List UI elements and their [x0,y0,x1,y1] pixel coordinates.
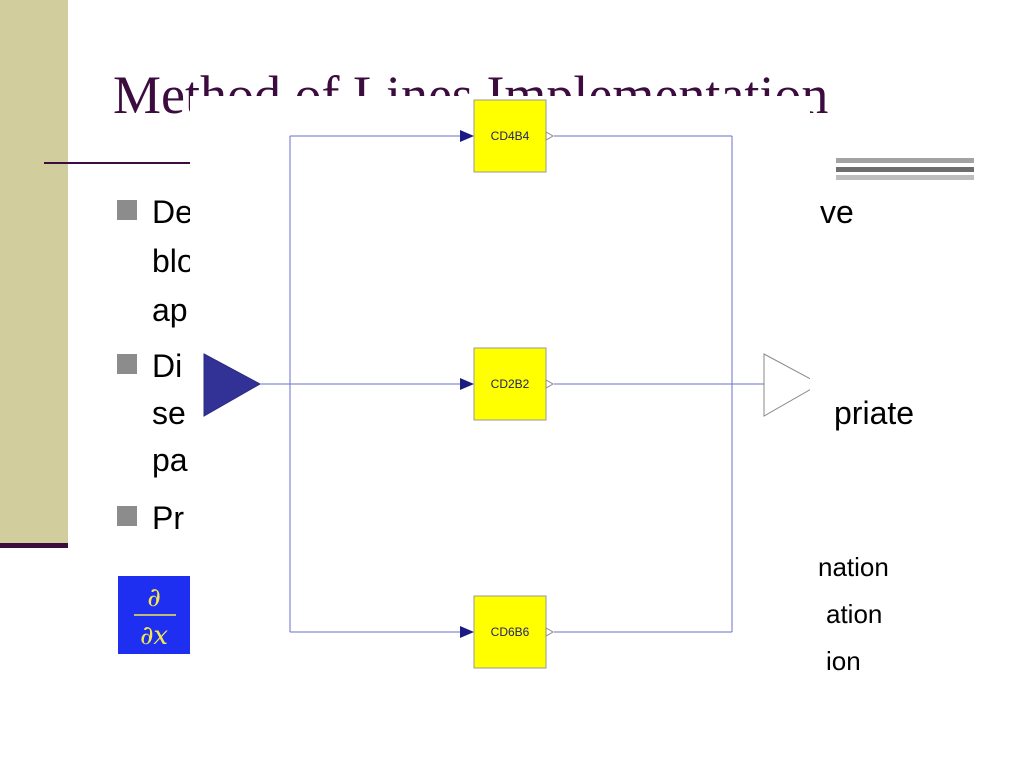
sub-item-1: nation [818,552,889,582]
block-cd6b6[interactable]: CD6B6 [473,595,555,669]
block-cd4b4[interactable]: CD4B4 [473,99,555,173]
decoration-bar [836,175,974,180]
block-output-port-icon [545,131,555,141]
bullet-1-line-2: blo [152,243,195,279]
bullet-square-icon [117,354,137,374]
block-diagram-panel: CD4B4 CD2B2 CD6B6 [190,96,810,700]
bullet-2-line-3: pa [152,442,188,478]
arrow-right-icon [460,378,474,390]
arrow-right-icon [460,130,474,142]
bullet-2-line-2-end: priate [834,395,915,431]
bullet-square-icon [117,200,137,220]
block-output-port-icon [545,627,555,637]
bullet-1-line-1-start: De [152,194,193,230]
title-underline [44,162,194,164]
block-label: CD2B2 [491,377,530,391]
block-label: CD4B4 [491,129,530,143]
block-output-port-icon [545,379,555,389]
slide-sidebar-strip [0,0,68,543]
partial-derivative-formula: ∂ ∂x [134,583,176,651]
bullet-2-line-2-start: se [152,395,186,431]
arrow-right-icon [460,626,474,638]
input-port-triangle-icon[interactable] [203,353,262,417]
sub-item-2: ation [826,599,883,629]
block-diagram: CD4B4 CD2B2 CD6B6 [203,99,810,669]
math-numerator: ∂ [147,583,160,613]
output-port-triangle-icon[interactable] [763,353,810,417]
bullet-3-line-1: Pr [152,500,184,536]
block-label: CD6B6 [491,625,530,639]
partial-derivative-box: ∂ ∂x [118,576,190,654]
block-body[interactable] [473,595,547,669]
bullet-square-icon [117,506,137,526]
math-denominator: ∂x [140,621,168,651]
decoration-bar [836,158,974,163]
sub-item-3: ion [826,646,861,676]
decoration-bar [836,167,974,172]
title-decoration-bars [836,158,974,180]
bullet-1-line-3: ap [152,292,188,328]
block-cd2b2[interactable]: CD2B2 [473,347,555,421]
slide-sidebar-underline [0,543,68,548]
bullet-1-line-1-end: ve [820,194,854,230]
bullet-2-line-1: Di [152,348,183,384]
